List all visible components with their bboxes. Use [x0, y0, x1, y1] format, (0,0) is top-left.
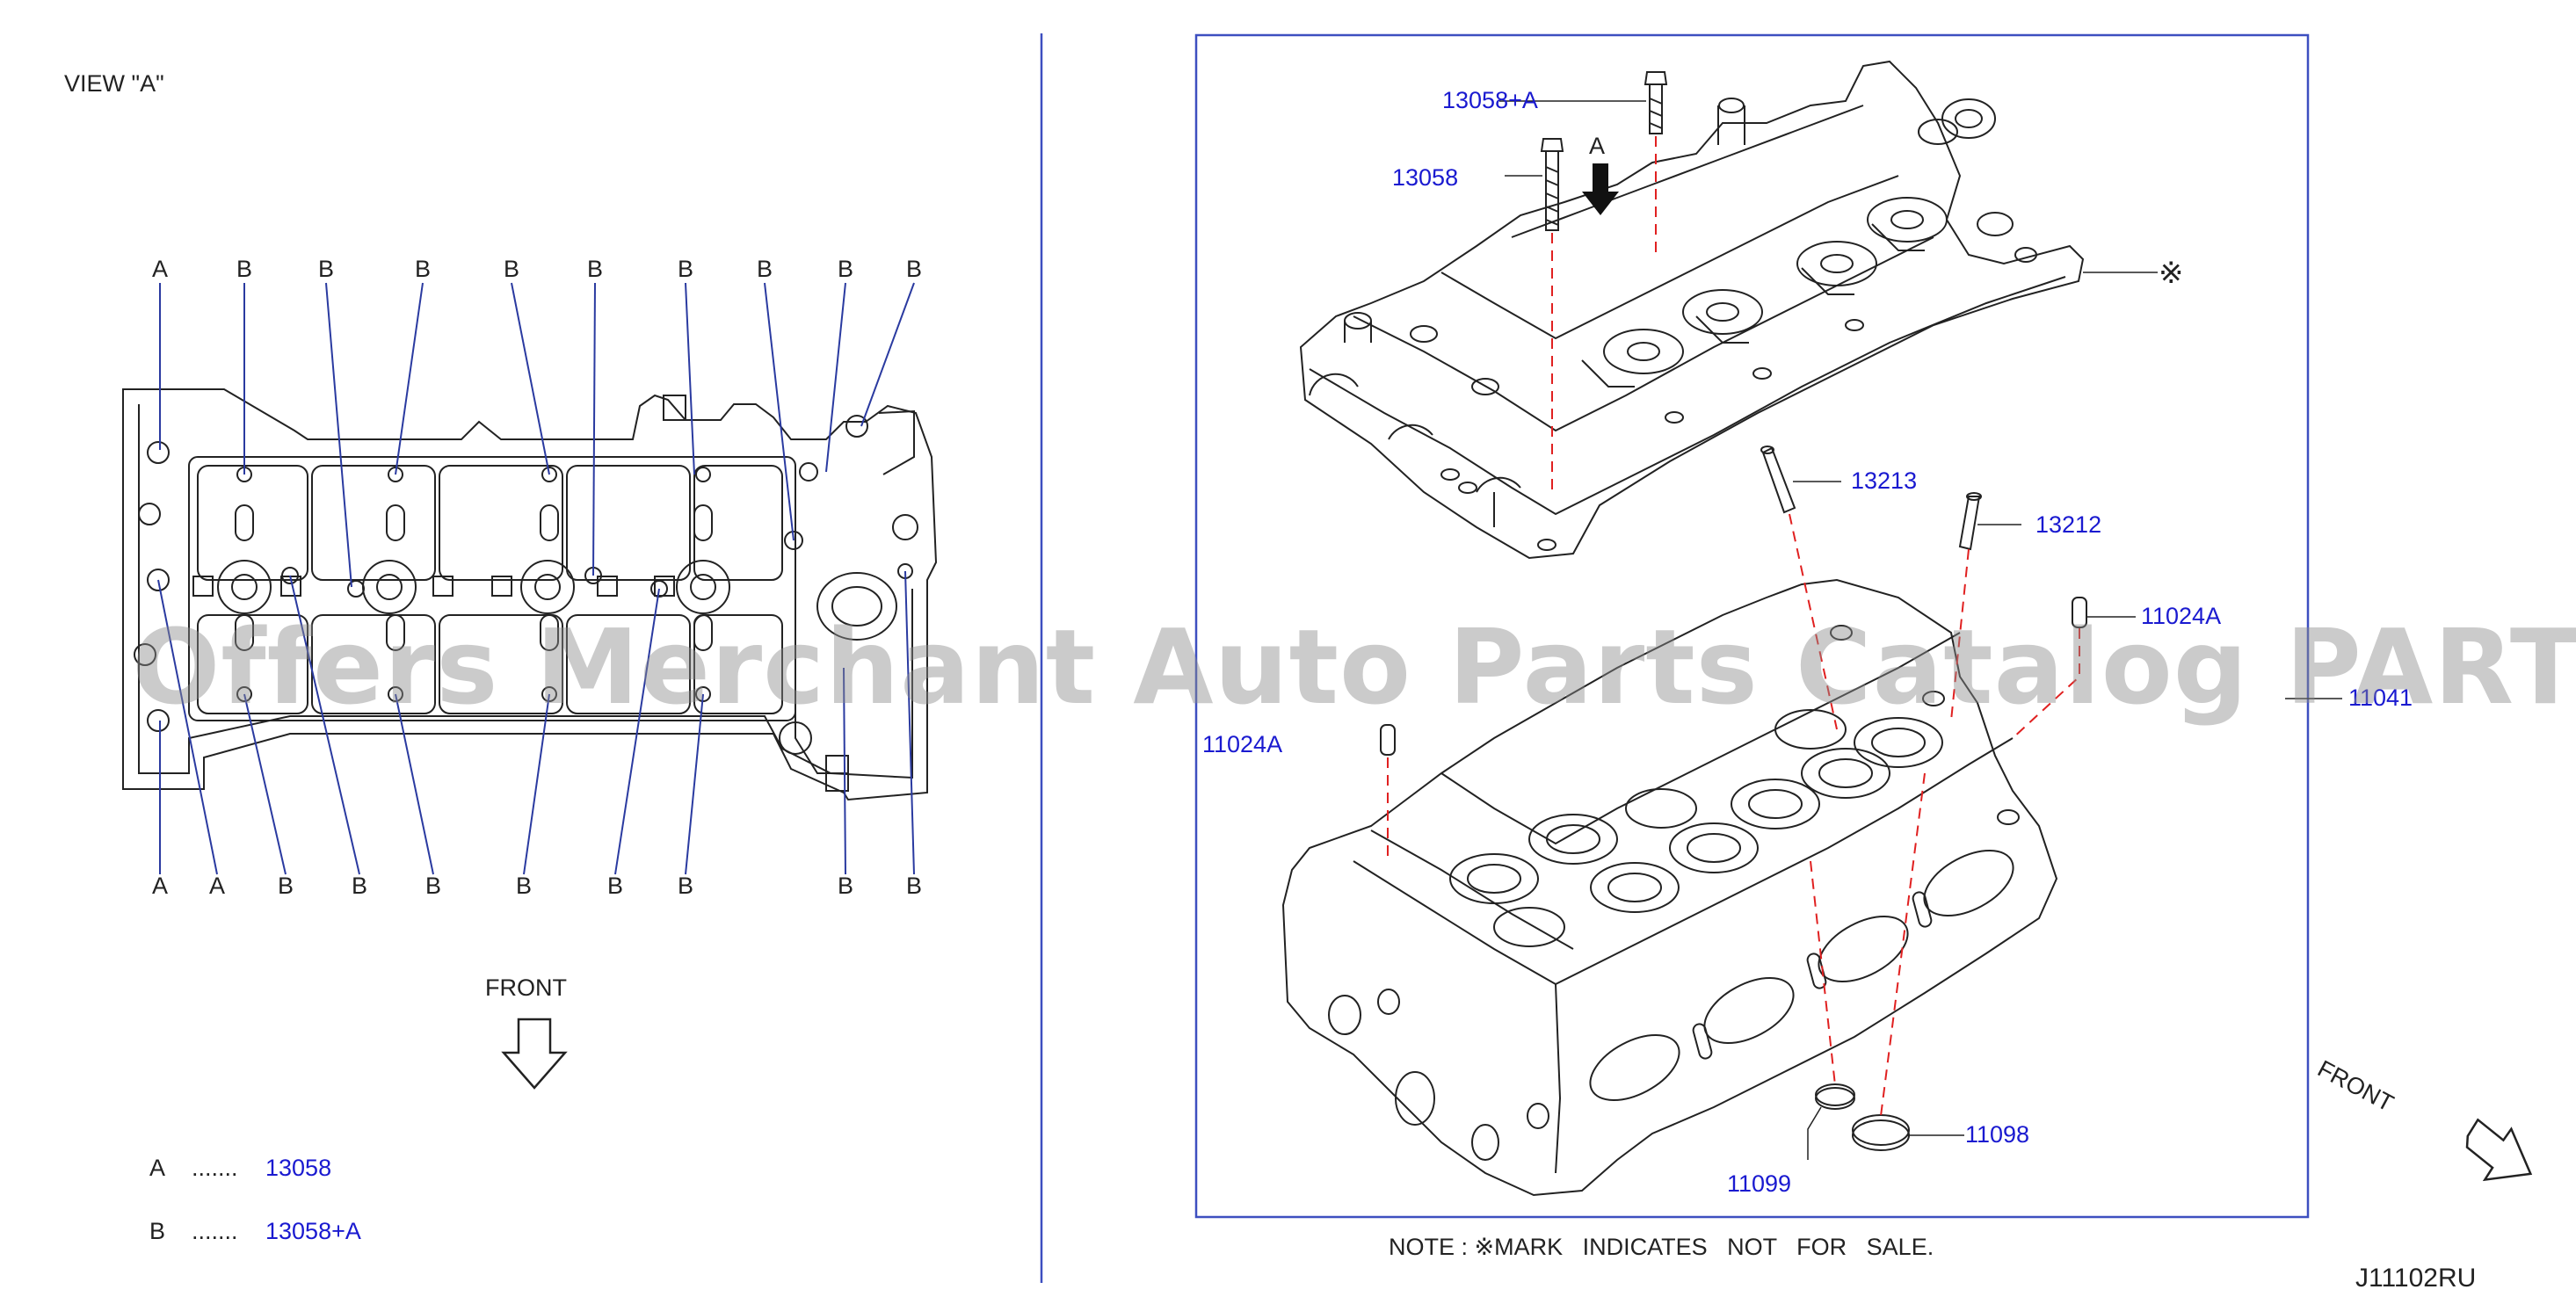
callout-bottom-7: B: [607, 873, 623, 899]
front-label-view: FRONT: [485, 974, 567, 1001]
view-leader-lines: [157, 282, 915, 875]
cam-bracket-drawing: [1299, 60, 2085, 560]
view-title: VIEW "A": [64, 70, 164, 97]
callout-bottom-10: B: [906, 873, 922, 899]
front-arrow-diagonal-icon: [2465, 1118, 2533, 1182]
view-direction-arrow-icon: [1582, 163, 1619, 215]
callout-top-6: B: [587, 256, 603, 282]
assembly-lines: [1387, 136, 2080, 1117]
diagram-code: J11102RU: [2355, 1264, 2476, 1293]
callout-top-8: B: [757, 256, 773, 282]
callout-bottom-4: B: [352, 873, 367, 899]
legend-key-b: B: [149, 1218, 165, 1244]
part-label-13212[interactable]: 13212: [2035, 511, 2101, 538]
callout-top-9: B: [838, 256, 853, 282]
part-label-11099[interactable]: 11099: [1727, 1170, 1791, 1197]
cam-bracket-plan-view: [122, 388, 938, 801]
part-label-11024a-right[interactable]: 11024A: [2141, 603, 2221, 629]
seal-11099: [1815, 1083, 1855, 1110]
callout-top-3: B: [318, 256, 334, 282]
part-label-11024a-left[interactable]: 11024A: [1202, 731, 1282, 757]
exploded-view-frame: [1194, 33, 2310, 1219]
not-for-sale-note: NOTE : ※MARK INDICATES NOT FOR SALE.: [1389, 1234, 1934, 1260]
bolt-13058-a: [1644, 71, 1668, 134]
dowel-left: [1380, 724, 1396, 756]
callout-bottom-5: B: [425, 873, 441, 899]
callout-legend: A ....... 13058 B ....... 13058+A: [149, 1155, 361, 1244]
legend-part-a[interactable]: 13058: [265, 1155, 331, 1181]
callout-top-4: B: [415, 256, 431, 282]
dowel-right: [2072, 597, 2087, 628]
seal-11098: [1852, 1114, 1910, 1151]
legend-dots-a: .......: [192, 1155, 238, 1181]
callout-bottom-3: B: [278, 873, 294, 899]
callout-top-1: A: [152, 256, 168, 282]
callout-top-10: B: [906, 256, 922, 282]
top-callouts: A B B B B B B B B B: [152, 256, 922, 282]
cylinder-head-drawing: [1281, 578, 2058, 1197]
callout-bottom-2: A: [209, 873, 225, 899]
callout-bottom-6: B: [516, 873, 532, 899]
callout-top-5: B: [504, 256, 519, 282]
front-label-diagonal: FRONT: [2313, 1055, 2398, 1117]
view-direction-label: A: [1589, 133, 1605, 159]
bolt-13058: [1540, 138, 1564, 231]
part-label-11041[interactable]: 11041: [2348, 685, 2413, 711]
legend-dots-b: .......: [192, 1218, 238, 1244]
bottom-callouts: A A B B B B B B B B: [152, 873, 922, 899]
part-leader-lines: [1499, 100, 2342, 1160]
part-label-13058-a[interactable]: 13058+A: [1442, 87, 1538, 113]
part-label-13213[interactable]: 13213: [1851, 467, 1917, 494]
legend-part-b[interactable]: 13058+A: [265, 1218, 361, 1244]
part-number-labels: 13058+A 13058 13213 13212 11024A 11041 1…: [1202, 87, 2413, 1197]
legend-key-a: A: [149, 1155, 165, 1181]
callout-bottom-8: B: [678, 873, 693, 899]
callout-top-7: B: [678, 256, 693, 282]
front-arrow-down-icon: [501, 1018, 568, 1090]
callout-top-2: B: [236, 256, 252, 282]
valve-guide-13212: [1958, 492, 1982, 551]
not-for-sale-mark: ※: [2159, 257, 2184, 290]
part-label-11098[interactable]: 11098: [1965, 1121, 2029, 1148]
callout-bottom-1: A: [152, 873, 168, 899]
part-label-13058[interactable]: 13058: [1392, 164, 1458, 191]
callout-bottom-9: B: [838, 873, 853, 899]
valve-guide-13213: [1760, 446, 1796, 514]
